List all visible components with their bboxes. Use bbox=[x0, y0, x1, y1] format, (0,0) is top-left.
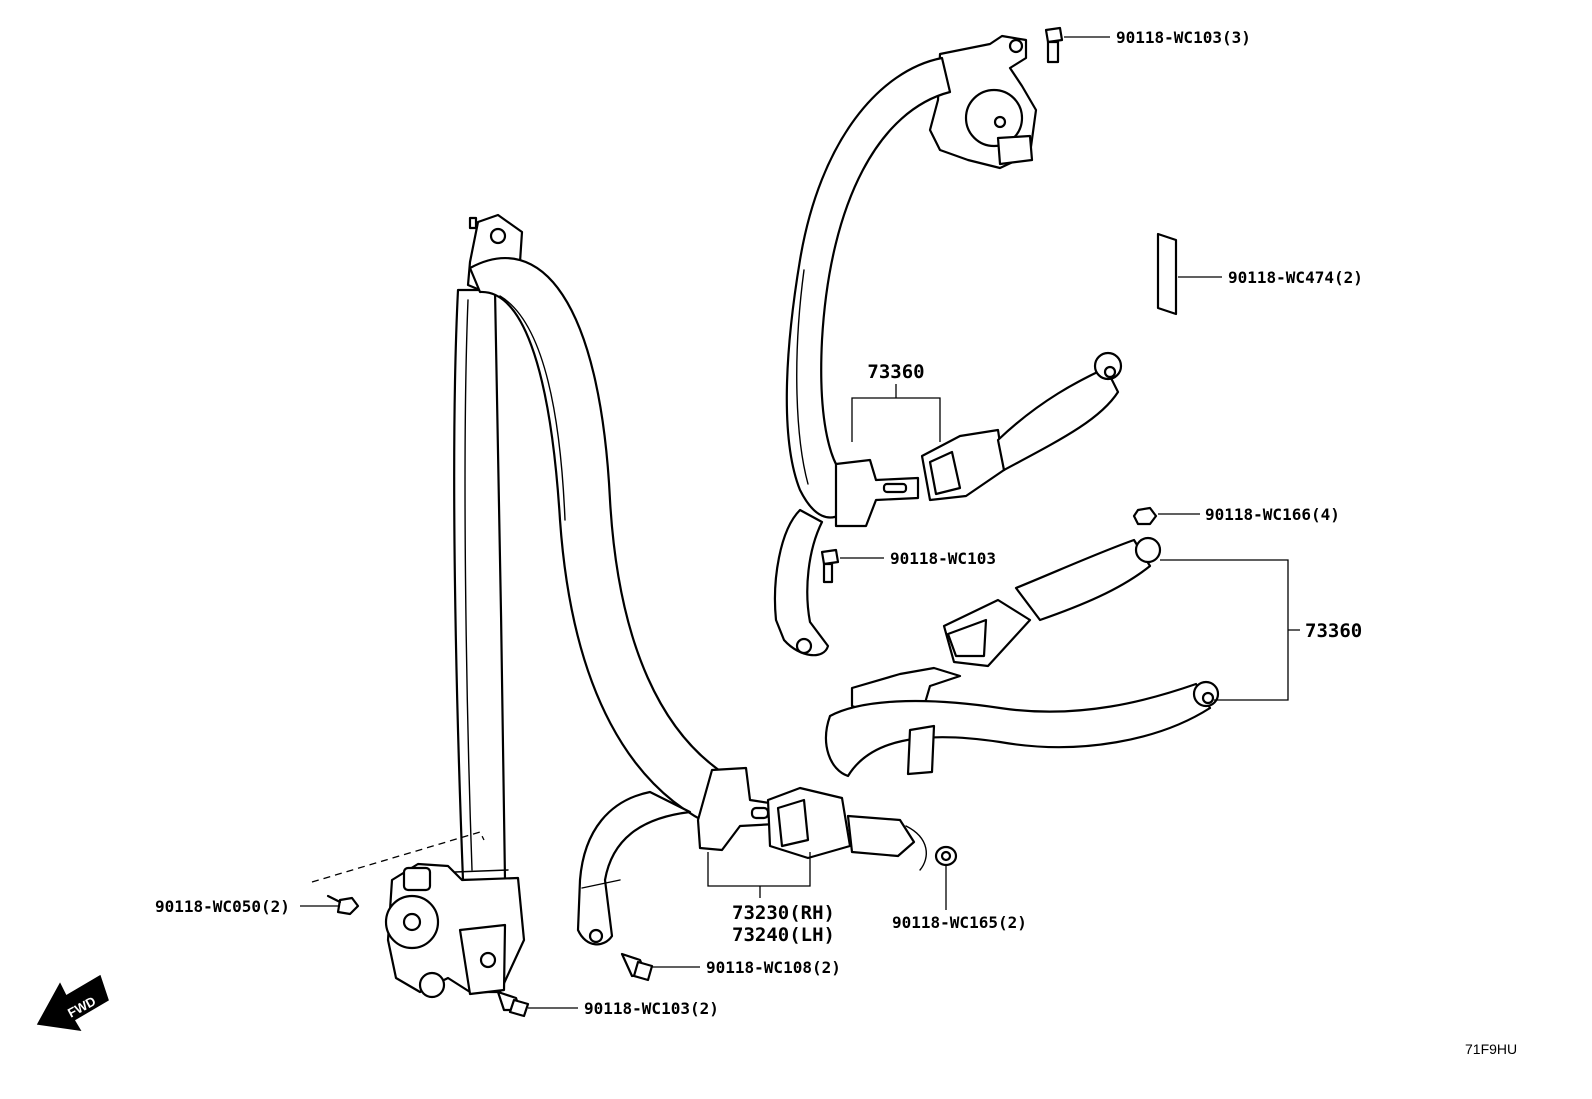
diagram-code: 71F9HU bbox=[1465, 1041, 1517, 1057]
label-rear-lower-buckle: 73360 bbox=[1305, 620, 1362, 642]
bolt-wc050-icon bbox=[326, 894, 360, 916]
rear-upper-belt-assembly bbox=[773, 34, 1123, 657]
label-front-belt-rh: 73230(RH) bbox=[732, 902, 835, 924]
bolt-top-icon bbox=[1044, 26, 1064, 64]
bolt-wc166-icon bbox=[1132, 506, 1158, 526]
front-seat-belt-assembly bbox=[384, 213, 927, 999]
rear-lower-belt-assembly bbox=[825, 536, 1220, 778]
label-front-belt-lh: 73240(LH) bbox=[732, 924, 835, 946]
label-bolt-wc103-2: 90118-WC103(2) bbox=[584, 999, 719, 1018]
bolt-wc108-icon bbox=[620, 952, 654, 982]
label-bolt-wc103: 90118-WC103 bbox=[890, 549, 996, 568]
label-rear-upper-buckle: 73360 bbox=[867, 361, 924, 383]
bolt-wc103-icon bbox=[820, 548, 840, 584]
label-bolt-wc050: 90118-WC050(2) bbox=[155, 897, 290, 916]
label-bolt-wc166: 90118-WC166(4) bbox=[1205, 505, 1340, 524]
fasteners bbox=[326, 26, 1158, 1018]
label-pad: 90118-WC474(2) bbox=[1228, 268, 1363, 287]
nut-wc165-icon bbox=[934, 845, 958, 867]
label-bolt-top: 90118-WC103(3) bbox=[1116, 28, 1251, 47]
fwd-arrow-icon: FWD bbox=[36, 974, 109, 1031]
mounting-reference-line bbox=[311, 831, 485, 883]
label-bolt-wc108: 90118-WC108(2) bbox=[706, 958, 841, 977]
bolt-wc103-2-icon bbox=[496, 990, 530, 1018]
pad-part bbox=[1156, 232, 1178, 316]
label-nut-wc165: 90118-WC165(2) bbox=[892, 913, 1027, 932]
leader-lines bbox=[300, 36, 1300, 1009]
